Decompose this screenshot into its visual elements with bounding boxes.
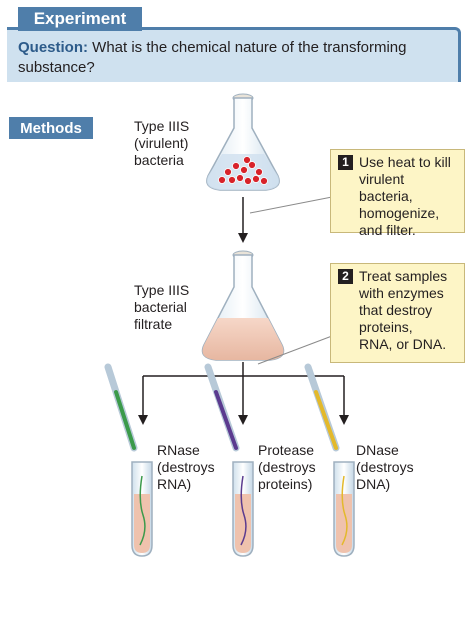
question-label: Question: (18, 39, 88, 56)
flask1-label-line: Type IIIS (134, 118, 190, 134)
step1-number: 1 (338, 155, 353, 170)
tube-dnase-label-line: DNA) (356, 476, 391, 492)
flask2-label-line: filtrate (134, 316, 173, 332)
pipette-dnase (304, 363, 340, 452)
tube-rnase-label-line: RNA) (157, 476, 192, 492)
step1-line: Use heat to kill (359, 154, 451, 170)
callout-leader-1 (249, 196, 333, 214)
step1-line: virulent bacteria, (359, 171, 413, 204)
tube-dnase-label-line: DNase (356, 442, 399, 458)
step2-callout: 2 Treat samples with enzymes that destro… (330, 263, 465, 363)
bacteria-cluster (218, 156, 268, 185)
tube-protease-label-line: (destroys (258, 459, 316, 475)
flask2-label: Type IIIS bacterial filtrate (134, 282, 189, 333)
step1-line: and filter. (359, 222, 416, 238)
question-box: Question: What is the chemical nature of… (7, 27, 461, 82)
step2-number: 2 (338, 269, 353, 284)
step1-callout: 1 Use heat to kill virulent bacteria, ho… (330, 149, 465, 238)
question-body: What is the chemical nature of the trans… (18, 39, 407, 76)
flask1-label: Type IIIS (virulent) bacteria (134, 118, 189, 169)
tube-rnase-label-line: RNase (157, 442, 200, 458)
step2-line: that destroy (359, 302, 433, 318)
tube-rnase-label: RNase (destroys RNA) (157, 442, 215, 493)
step2-line: proteins, (359, 319, 413, 335)
test-tube-rnase (131, 461, 153, 557)
callout-leader-2 (257, 335, 333, 365)
tube-dnase-label-line: (destroys (356, 459, 414, 475)
test-tube-dnase (333, 461, 355, 557)
flask-virulent-bacteria (206, 93, 280, 191)
flask1-label-line: bacteria (134, 152, 184, 168)
pipette-protease (204, 363, 240, 452)
step1-line: homogenize, (359, 205, 440, 221)
methods-tab: Methods (9, 117, 93, 139)
experiment-tab: Experiment (18, 7, 142, 31)
flask2-label-line: bacterial (134, 299, 187, 315)
tube-protease-label-line: Protease (258, 442, 315, 458)
step2-line: RNA, or DNA. (359, 336, 447, 352)
tube-protease-label-line: proteins) (258, 476, 313, 492)
step2-line: with enzymes (359, 285, 444, 301)
flask-filtrate (201, 250, 285, 361)
question-text: Question: What is the chemical nature of… (18, 38, 458, 78)
step2-line: Treat samples (359, 268, 448, 284)
test-tube-protease (232, 461, 254, 557)
tube-dnase-label: DNase (destroys DNA) (356, 442, 414, 493)
flask2-label-line: Type IIIS (134, 282, 190, 298)
flask1-label-line: (virulent) (134, 135, 189, 151)
pipette-rnase (104, 363, 138, 452)
tube-rnase-label-line: (destroys (157, 459, 215, 475)
tube-protease-label: Protease (destroys proteins) (258, 442, 316, 493)
